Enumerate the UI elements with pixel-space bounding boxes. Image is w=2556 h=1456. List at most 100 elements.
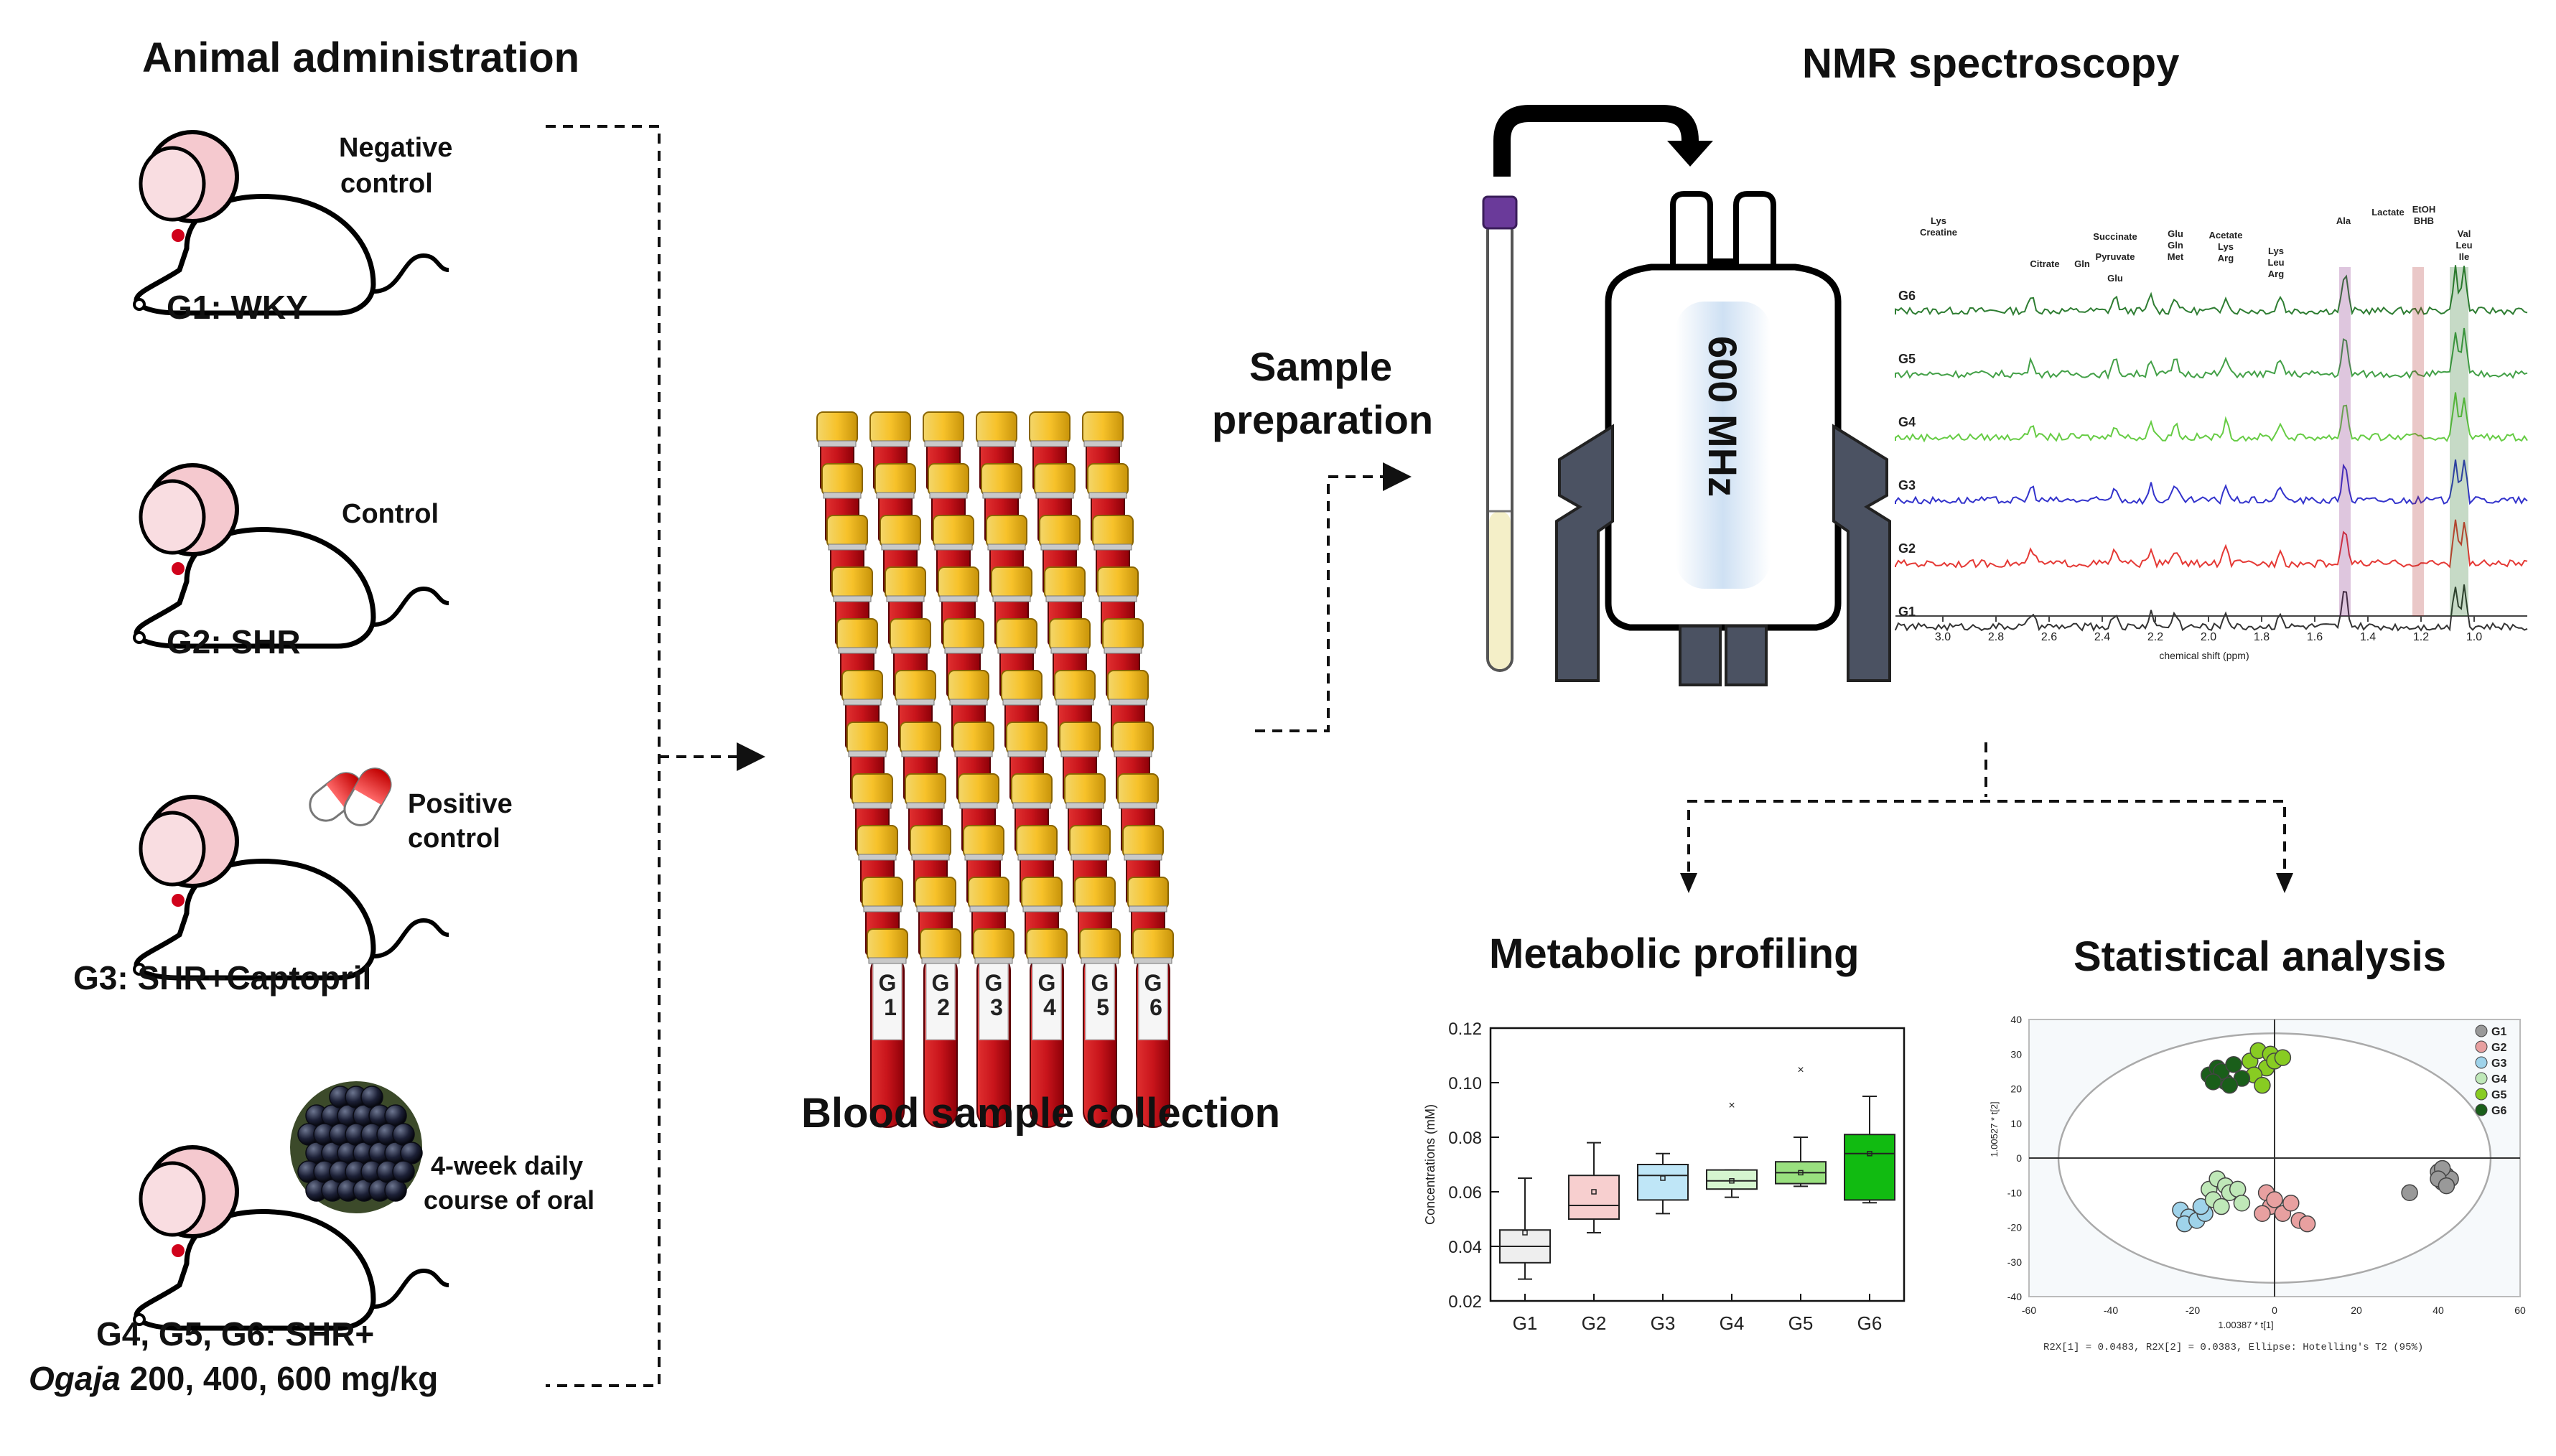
spectrum-peak-label: Val xyxy=(2458,228,2471,239)
boxplot-outlier: × xyxy=(1797,1064,1804,1076)
tube-cap-rim xyxy=(1129,905,1167,913)
spectrum-tick-label: 1.8 xyxy=(2254,631,2270,643)
mouse-icon xyxy=(133,1145,449,1331)
spectrum-tick-label: 2.0 xyxy=(2201,631,2216,643)
boxplot-mean xyxy=(1867,1151,1872,1157)
mouse-ear-inner xyxy=(139,146,206,222)
boxplot-box xyxy=(1844,1134,1895,1201)
tube-cap-rim xyxy=(944,647,983,654)
group-note-g3-line1: Positive xyxy=(408,789,513,819)
tube-cap-rim xyxy=(911,854,950,861)
spectrum-peak-label: Leu xyxy=(2455,240,2472,251)
tube-cap xyxy=(1049,618,1091,651)
tube-cap xyxy=(1107,670,1149,703)
scoreplot-point xyxy=(2213,1198,2230,1215)
spectrum-peak-label: Lys xyxy=(2268,246,2284,256)
boxplot-box xyxy=(1637,1164,1689,1201)
mouse-eye xyxy=(172,894,185,907)
tube-cap-rim xyxy=(1027,957,1066,964)
tube-cap xyxy=(867,928,908,961)
tube-cap xyxy=(1016,825,1058,858)
mouse-icon xyxy=(133,130,449,316)
tube-cap-rim xyxy=(977,440,1016,447)
tube-cap-rim xyxy=(1060,750,1099,757)
spectrum-peak-label: BHB xyxy=(2414,215,2434,226)
blood-tubes-rack xyxy=(816,411,1174,1128)
tube-cap xyxy=(1029,411,1071,444)
tube-cap-rim xyxy=(1124,854,1162,861)
spectrum-peak-label: Creatine xyxy=(1920,227,1957,238)
mouse-eye xyxy=(172,562,185,575)
spectrum-highlight-ala xyxy=(2339,267,2351,616)
scoreplot-ytick-label: 0 xyxy=(2016,1152,2022,1164)
boxplot-mean xyxy=(1522,1230,1528,1236)
tube-cap-rim xyxy=(982,492,1021,499)
tube-label-number: 2 xyxy=(937,994,950,1020)
tube-label-g: G xyxy=(879,970,897,996)
capsule-icon xyxy=(309,767,392,826)
scoreplot-footer: R2X[1] = 0.0483, R2X[2] = 0.0383, Ellips… xyxy=(2043,1342,2423,1353)
scoreplot-ytick-label: -10 xyxy=(2007,1187,2022,1198)
tube-cap xyxy=(1102,618,1144,651)
scoreplot-ytick-label: 20 xyxy=(2010,1083,2022,1095)
scoreplot-point xyxy=(2266,1191,2283,1208)
scoreplot-ytick-label: 10 xyxy=(2010,1118,2022,1129)
spectrum-peak-label: Gln xyxy=(2074,258,2090,269)
scoreplot-xtick-label: -40 xyxy=(2104,1305,2118,1316)
scoreplot-point xyxy=(2438,1177,2455,1195)
tube-cap-rim xyxy=(1088,492,1127,499)
tube-cap xyxy=(938,566,979,599)
spectrum-peak-label: Arg xyxy=(2268,269,2284,279)
scoreplot-xlabel: 1.00387 * t[1] xyxy=(2218,1320,2273,1330)
scoreplot-legend-marker xyxy=(2475,1088,2488,1101)
tube-cap-rim xyxy=(1093,543,1132,551)
tube-cap xyxy=(1069,825,1111,858)
spectrum-trace xyxy=(1895,265,2528,317)
tube-cap xyxy=(869,411,911,444)
tube-cap-rim xyxy=(1119,802,1157,809)
blood-tube xyxy=(973,928,1015,1128)
boxplot-xtick-label: G3 xyxy=(1651,1312,1676,1334)
tube-cap-rim xyxy=(891,647,930,654)
tube-label-number: 6 xyxy=(1149,994,1162,1020)
tube-cap xyxy=(1006,722,1048,755)
spectrum-highlight-lactate xyxy=(2412,267,2424,616)
tube-cap-rim xyxy=(916,905,955,913)
tube-cap xyxy=(963,825,1004,858)
mouse-nose xyxy=(133,631,146,644)
spectrum-tick-label: 1.6 xyxy=(2307,631,2323,643)
scoreplot-point xyxy=(2282,1194,2300,1212)
tube-cap xyxy=(1026,928,1068,961)
spectrum-peak-label: Lys xyxy=(2218,241,2234,252)
tube-label-sticker xyxy=(1032,960,1062,1040)
tube-cap xyxy=(852,773,893,806)
tube-cap xyxy=(1074,877,1116,910)
scoreplot-ytick-label: -40 xyxy=(2007,1291,2022,1302)
mouse-tail xyxy=(373,918,449,958)
tube-cap-rim xyxy=(1104,647,1142,654)
boxplot-ylabel: Concentrations (mM) xyxy=(1423,1104,1437,1225)
boxplot-ytick-label: 0.12 xyxy=(1448,1019,1482,1039)
tube-cap-rim xyxy=(858,854,897,861)
blood-tube xyxy=(1026,928,1068,1128)
spectrum-row-label: G6 xyxy=(1898,289,1916,303)
tube-label-number: 5 xyxy=(1096,994,1109,1020)
tube-cap xyxy=(1092,515,1134,548)
tube-cap xyxy=(910,825,951,858)
mouse-ear-inner xyxy=(139,1161,206,1237)
scoreplot-point xyxy=(2254,1076,2271,1094)
tube-cap-rim xyxy=(848,750,887,757)
group-label-g3: G3: SHR+Captopril xyxy=(73,959,371,997)
tube-cap xyxy=(826,515,868,548)
group-label-g2: G2: SHR xyxy=(167,623,301,661)
tube-cap xyxy=(1117,773,1159,806)
group-note-g1-line1: Negative xyxy=(339,133,452,163)
spectrum-row-label: G2 xyxy=(1898,541,1916,556)
mouse-eye xyxy=(172,229,185,242)
spectrum-row-label: G5 xyxy=(1898,352,1916,366)
tube-cap xyxy=(953,722,994,755)
spectrum-peak-label: Lactate xyxy=(2371,207,2405,218)
tube-label-g: G xyxy=(1091,970,1109,996)
spectrum-trace xyxy=(1895,519,2528,569)
